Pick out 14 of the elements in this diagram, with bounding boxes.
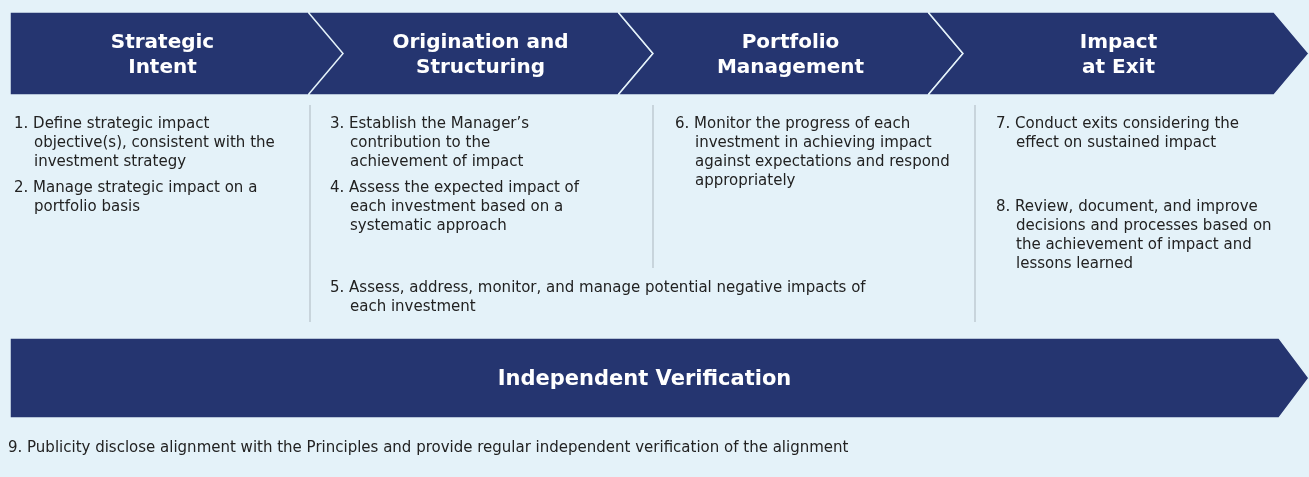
step-heading: Independent Verification: [497, 365, 792, 391]
step-heading: Strategic Intent: [109, 28, 216, 79]
numbered-item: 8. Review, document, and improve decisions and processes based on the achievement of impact and lessons learned: [996, 197, 1273, 273]
numbered-item: 3. Establish the Manager’s contribution to the achievement of impact: [330, 114, 531, 171]
step-heading: Impact at Exit: [1078, 28, 1159, 79]
numbered-item: 1. Define strategic impact objective(s), consistent with the investment strategy: [14, 114, 276, 171]
numbered-item: 2. Manage strategic impact on a portfolio basis: [14, 178, 259, 216]
numbered-item: 6. Monitor the progress of each investment in achieving impact against expectations and respond appropriately: [675, 114, 951, 190]
numbered-item: 5. Assess, address, monitor, and manage potential negative impacts of each investment: [330, 278, 867, 316]
numbered-item: 4. Assess the expected impact of each investment based on a systematic approach: [330, 178, 581, 235]
numbered-item: 9. Publicity disclose alignment with the Principles and provide regular independent verification of the alignment: [8, 438, 850, 457]
numbered-item: 7. Conduct exits considering the effect on sustained impact: [996, 114, 1241, 152]
step-heading: Portfolio Management: [715, 28, 866, 79]
step-heading: Origination and Structuring: [391, 28, 570, 79]
